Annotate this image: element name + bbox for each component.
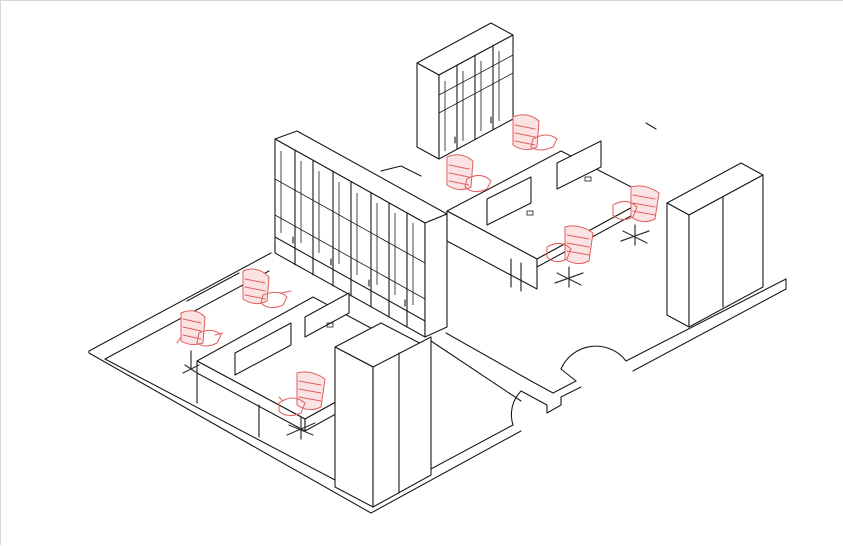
tall-cabinet-right <box>666 162 764 328</box>
chair-4 <box>446 154 492 193</box>
tall-cabinet-center <box>334 322 432 508</box>
chair-1 <box>176 310 224 374</box>
floor-outline <box>88 122 787 514</box>
chair-3 <box>278 371 326 440</box>
chair-2 <box>242 268 292 309</box>
chair-5 <box>512 114 558 151</box>
bookcase-back <box>416 22 514 160</box>
chair-7 <box>612 185 660 246</box>
bookcase-left <box>274 130 448 338</box>
chair-6 <box>546 225 594 288</box>
workstation-right <box>446 140 652 292</box>
